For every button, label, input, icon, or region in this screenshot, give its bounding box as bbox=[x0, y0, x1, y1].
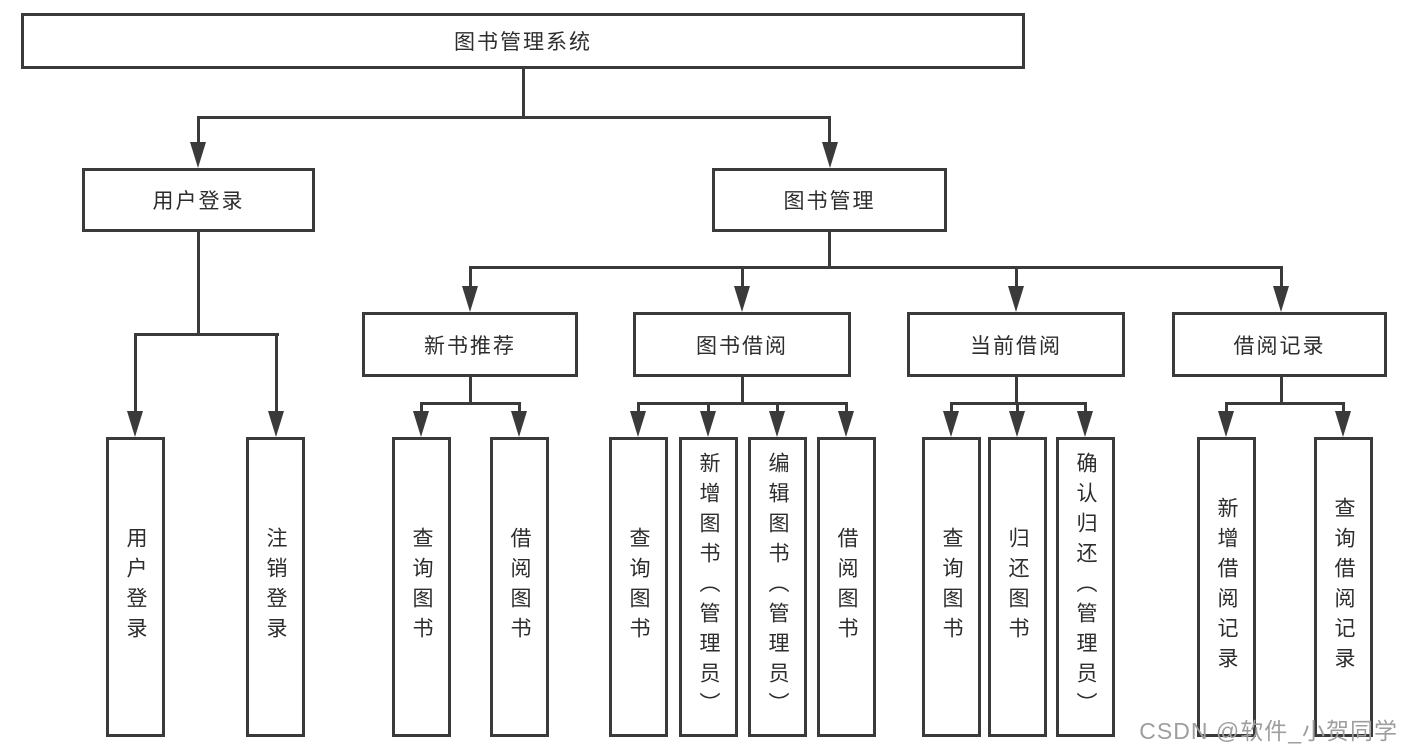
arrow-to-new-books bbox=[462, 286, 478, 312]
leaf-newbook-borrow: 借阅图书 bbox=[490, 437, 549, 737]
leaf-borrow-query: 查询图书 bbox=[609, 437, 668, 737]
connector-records-bus bbox=[1224, 402, 1345, 405]
connector-records-drop bbox=[1279, 266, 1283, 288]
connector-br-query-drop bbox=[1341, 402, 1345, 413]
leaf-record-query-label: 查询借阅记录 bbox=[1332, 497, 1355, 677]
connector-bb-add-drop bbox=[706, 402, 710, 413]
csdn-watermark: CSDN @软件_小贺同学 bbox=[1139, 718, 1398, 744]
arrow-to-cb-return bbox=[1009, 411, 1025, 437]
connector-nb-query-drop bbox=[419, 402, 423, 413]
leaf-user-login-label: 用户登录 bbox=[124, 527, 147, 647]
connector-leaf-logout-drop bbox=[274, 333, 278, 411]
node-new-books-label: 新书推荐 bbox=[424, 334, 516, 358]
connector-borrowing-bus bbox=[636, 402, 848, 405]
arrow-to-user-login bbox=[190, 142, 206, 168]
connector-borrowing-stem bbox=[740, 377, 744, 404]
connector-root-stem bbox=[521, 69, 525, 118]
connector-user-login-drop bbox=[196, 116, 200, 144]
connector-book-mgmt-stem bbox=[827, 232, 831, 269]
connector-new-books-drop bbox=[468, 266, 472, 288]
node-root-label: 图书管理系统 bbox=[454, 31, 592, 54]
arrow-to-br-query bbox=[1335, 411, 1351, 437]
connector-bb-query-drop bbox=[636, 402, 640, 413]
node-borrowing-label: 图书借阅 bbox=[696, 334, 788, 358]
connector-user-login-stem bbox=[196, 232, 200, 336]
leaf-current-confirm: 确认归还（管理员） bbox=[1056, 437, 1115, 737]
node-borrow-records: 借阅记录 bbox=[1172, 312, 1387, 377]
node-borrowing: 图书借阅 bbox=[633, 312, 851, 377]
arrow-to-bb-borrow bbox=[838, 411, 854, 437]
arrow-to-cb-confirm bbox=[1077, 411, 1093, 437]
node-book-mgmt: 图书管理 bbox=[712, 168, 947, 232]
connector-cb-query-drop bbox=[949, 402, 953, 413]
connector-bb-borrow-drop bbox=[844, 402, 848, 413]
connector-user-login-bus bbox=[133, 333, 279, 336]
arrow-to-book-mgmt bbox=[821, 142, 838, 168]
leaf-current-confirm-label: 确认归还（管理员） bbox=[1074, 452, 1097, 722]
connector-bb-edit-drop bbox=[775, 402, 779, 413]
connector-br-add-drop bbox=[1224, 402, 1228, 413]
arrow-to-borrowing bbox=[734, 286, 750, 312]
arrow-to-leaf-user-login bbox=[127, 411, 143, 437]
connector-level3-bus bbox=[468, 266, 1283, 269]
node-user-login: 用户登录 bbox=[82, 168, 315, 232]
arrow-to-cb-query bbox=[943, 411, 959, 437]
arrow-to-bb-edit bbox=[769, 411, 785, 437]
node-book-mgmt-label: 图书管理 bbox=[783, 190, 876, 213]
leaf-current-return-label: 归还图书 bbox=[1006, 527, 1029, 647]
connector-borrowing-drop bbox=[740, 266, 744, 288]
leaf-current-query: 查询图书 bbox=[922, 437, 981, 737]
leaf-borrow-query-label: 查询图书 bbox=[627, 527, 650, 647]
connector-cb-return-drop bbox=[1015, 402, 1019, 413]
leaf-newbook-query-label: 查询图书 bbox=[410, 527, 433, 647]
connector-current-drop bbox=[1014, 266, 1018, 288]
node-new-books: 新书推荐 bbox=[362, 312, 578, 377]
connector-records-stem bbox=[1279, 377, 1283, 404]
leaf-logout: 注销登录 bbox=[246, 437, 305, 737]
connector-level2-bus bbox=[196, 116, 831, 119]
arrow-to-records bbox=[1273, 286, 1289, 312]
node-root: 图书管理系统 bbox=[21, 13, 1025, 69]
leaf-newbook-borrow-label: 借阅图书 bbox=[508, 527, 531, 647]
connector-new-books-stem bbox=[468, 377, 472, 404]
arrow-to-nb-borrow bbox=[511, 411, 527, 437]
arrow-to-leaf-logout bbox=[268, 411, 284, 437]
leaf-record-query: 查询借阅记录 bbox=[1314, 437, 1373, 737]
leaf-borrow-borrow: 借阅图书 bbox=[817, 437, 876, 737]
arrow-to-bb-query bbox=[630, 411, 646, 437]
leaf-borrow-edit-label: 编辑图书（管理员） bbox=[766, 452, 789, 722]
leaf-newbook-query: 查询图书 bbox=[392, 437, 451, 737]
connector-leaf-user-login-drop bbox=[133, 333, 137, 411]
leaf-borrow-add: 新增图书（管理员） bbox=[679, 437, 738, 737]
leaf-user-login: 用户登录 bbox=[106, 437, 165, 737]
leaf-borrow-add-label: 新增图书（管理员） bbox=[697, 452, 720, 722]
connector-new-books-bus bbox=[419, 402, 521, 405]
connector-cb-confirm-drop bbox=[1083, 402, 1087, 413]
connector-book-mgmt-drop bbox=[827, 116, 831, 144]
arrow-to-current bbox=[1008, 286, 1024, 312]
leaf-borrow-edit: 编辑图书（管理员） bbox=[748, 437, 807, 737]
node-current-borrow-label: 当前借阅 bbox=[970, 334, 1062, 358]
leaf-current-query-label: 查询图书 bbox=[940, 527, 963, 647]
node-current-borrow: 当前借阅 bbox=[907, 312, 1125, 377]
leaf-record-add-label: 新增借阅记录 bbox=[1215, 497, 1238, 677]
arrow-to-bb-add bbox=[700, 411, 716, 437]
node-borrow-records-label: 借阅记录 bbox=[1233, 334, 1326, 358]
connector-current-stem bbox=[1014, 377, 1018, 404]
leaf-current-return: 归还图书 bbox=[988, 437, 1047, 737]
leaf-borrow-borrow-label: 借阅图书 bbox=[835, 527, 858, 647]
leaf-record-add: 新增借阅记录 bbox=[1197, 437, 1256, 737]
arrow-to-br-add bbox=[1218, 411, 1234, 437]
leaf-logout-label: 注销登录 bbox=[264, 527, 287, 647]
arrow-to-nb-query bbox=[413, 411, 429, 437]
connector-nb-borrow-drop bbox=[517, 402, 521, 413]
node-user-login-label: 用户登录 bbox=[152, 190, 245, 213]
